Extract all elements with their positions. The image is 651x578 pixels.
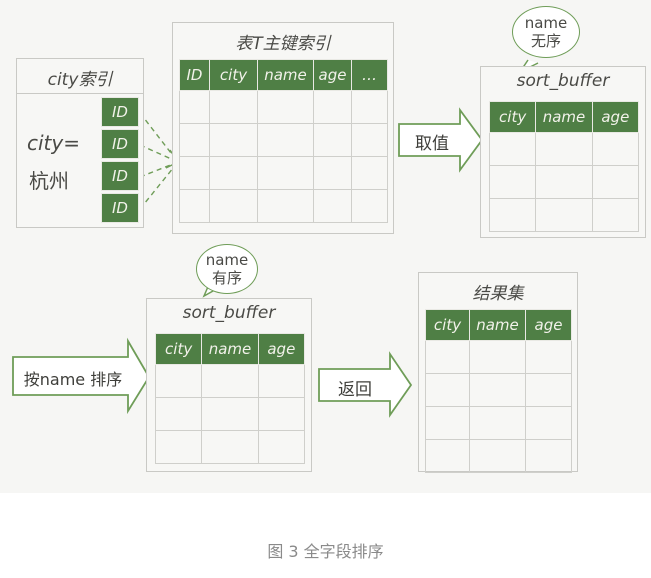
table-row: [488, 198, 640, 232]
index-id-cell: ID: [101, 97, 139, 127]
result-set-box: 结果集 city name age: [418, 272, 578, 473]
dash-line-3: [139, 161, 179, 178]
header-cell: age: [525, 309, 572, 341]
table-row: [425, 406, 572, 440]
sort-buffer-top-title: sort_buffer: [516, 71, 610, 91]
sort-buffer-bottom-header-row: city name age: [154, 333, 306, 365]
sort-buffer-top-header-row: city name age: [488, 101, 640, 133]
index-to-row-dashes: [139, 112, 179, 210]
dash-line-4: [139, 161, 179, 210]
table-row: [179, 156, 388, 190]
dash-line-2: [139, 144, 179, 163]
dash-line-1: [139, 112, 179, 163]
figure-caption: 图 3 全字段排序: [267, 542, 384, 561]
table-row: [425, 373, 572, 407]
header-cell: name: [535, 101, 593, 133]
sort-buffer-top-grid: city name age: [488, 101, 640, 232]
sort-buffer-top-box: sort_buffer city name age: [480, 66, 646, 238]
index-id-cell: ID: [101, 161, 139, 191]
table-row: [154, 397, 306, 431]
primary-key-grid: ID city name age …: [179, 59, 388, 223]
header-cell: name: [257, 59, 314, 91]
city-index-box: city索引 city= 杭州 ID ID ID ID: [16, 58, 144, 228]
table-row: [488, 165, 640, 199]
bubble-line: name: [524, 14, 568, 32]
table-row: [179, 189, 388, 223]
primary-key-title: 表T主键索引: [235, 34, 331, 54]
bubble-line: 无序: [530, 32, 561, 50]
table-row: [154, 364, 306, 398]
table-row: [488, 132, 640, 166]
city-index-title: city索引: [47, 70, 113, 90]
bubble-line: name: [205, 251, 249, 269]
table-row: [425, 340, 572, 374]
header-cell: name: [469, 309, 526, 341]
diagram-canvas: city索引 city= 杭州 ID ID ID ID 表T主键索引 ID ci…: [0, 0, 651, 493]
sorted-bubble: name 有序: [196, 244, 258, 294]
header-cell: city: [488, 101, 537, 133]
fetch-arrow-shape: [398, 107, 484, 173]
sort-arrow-shape: [12, 337, 151, 415]
sort-buffer-bottom-title: sort_buffer: [182, 303, 276, 323]
header-cell: age: [313, 59, 352, 91]
header-cell: …: [351, 59, 388, 91]
sort-buffer-bottom-grid: city name age: [154, 333, 306, 464]
sort-arrow-label: 按name 排序: [23, 370, 123, 389]
primary-key-header-row: ID city name age …: [179, 59, 388, 91]
index-id-cell: ID: [101, 193, 139, 223]
fetch-arrow-label: 取值: [415, 134, 449, 154]
result-set-grid: city name age: [425, 309, 572, 473]
city-key-line1: city=: [27, 131, 80, 155]
result-set-header-row: city name age: [425, 309, 572, 341]
table-row: [154, 430, 306, 464]
city-index-divider: [17, 93, 143, 94]
header-cell: name: [201, 333, 259, 365]
header-cell: city: [209, 59, 258, 91]
return-arrow-label: 返回: [338, 380, 372, 400]
header-cell: ID: [179, 59, 210, 91]
primary-key-table-box: 表T主键索引 ID city name age …: [172, 22, 394, 234]
table-row: [179, 123, 388, 157]
bubble-line: 有序: [211, 269, 242, 287]
header-cell: age: [591, 101, 640, 133]
sort-buffer-bottom-box: sort_buffer city name age: [146, 298, 312, 472]
unsorted-bubble: name 无序: [512, 6, 580, 58]
city-key-line2: 杭州: [29, 169, 69, 193]
header-cell: age: [257, 333, 306, 365]
result-set-title: 结果集: [472, 284, 524, 304]
index-id-cell: ID: [101, 129, 139, 159]
table-row: [425, 439, 572, 473]
table-row: [179, 90, 388, 124]
header-cell: city: [425, 309, 470, 341]
return-arrow-shape: [318, 351, 413, 418]
header-cell: city: [154, 333, 203, 365]
